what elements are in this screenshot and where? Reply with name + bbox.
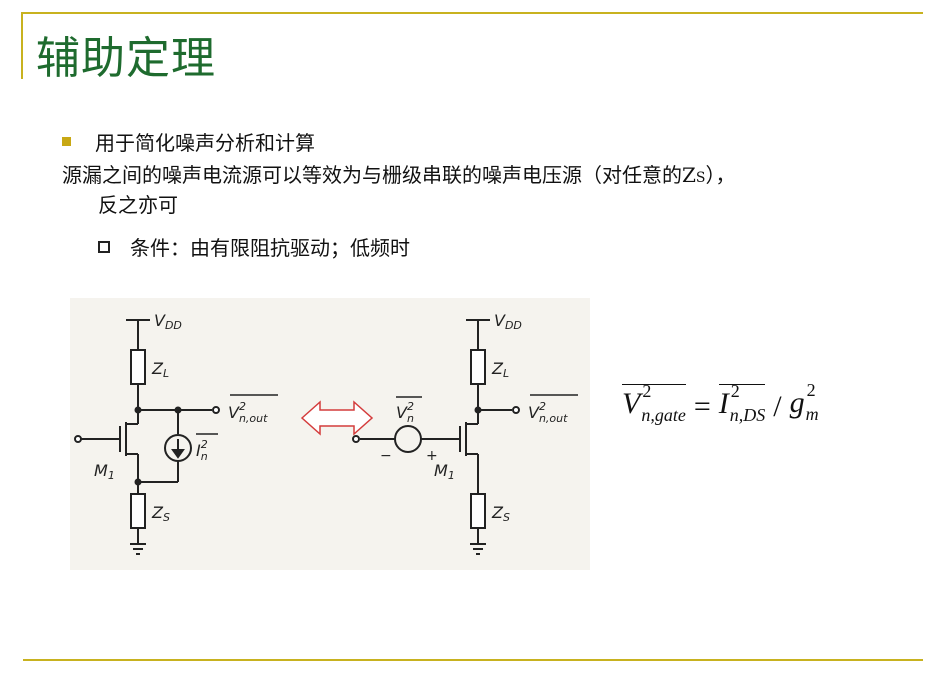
hollow-square-bullet-icon	[98, 240, 110, 253]
bottom-rule	[23, 659, 923, 661]
square-bullet-icon	[62, 137, 71, 146]
left-zs-label: ZS	[151, 503, 170, 524]
paragraph: 源漏之间的噪声电流源可以等效为与栅级串联的噪声电压源（对任意的ZS），	[62, 160, 902, 193]
right-vdd-label: VDD	[494, 311, 522, 332]
circuit-figure-background	[70, 298, 590, 570]
right-zl-label: ZL	[491, 359, 509, 380]
left-rule	[21, 12, 23, 79]
sub-bullet-text: 条件：由有限阻抗驱动；低频时	[130, 236, 410, 260]
top-rule	[23, 12, 923, 14]
paragraph-line2: 反之亦可	[98, 193, 178, 217]
left-zl-label: ZL	[151, 359, 169, 380]
equivalence-arrow-icon	[300, 400, 374, 436]
right-minus-label: −	[380, 448, 392, 464]
left-vdd-label: VDD	[154, 311, 182, 332]
bullet-text: 用于简化噪声分析和计算	[95, 131, 315, 155]
paragraph-subscript: S	[695, 170, 706, 186]
right-zs-label: ZS	[491, 503, 510, 524]
right-plus-label: +	[426, 448, 438, 464]
right-circuit	[352, 319, 578, 555]
paragraph-line1: 源漏之间的噪声电流源可以等效为与栅级串联的噪声电压源（对任意的Z	[62, 163, 696, 187]
bullet-item: 用于简化噪声分析和计算	[62, 127, 315, 156]
paragraph-line1-end: ），	[705, 163, 736, 187]
formula-equals: =	[693, 390, 711, 423]
left-transistor-label: M1	[94, 461, 115, 482]
formula-divide: /	[773, 390, 782, 423]
right-transistor-label: M1	[434, 461, 455, 482]
sub-bullet-item: 条件：由有限阻抗驱动；低频时	[98, 232, 410, 261]
slide-title: 辅助定理	[36, 33, 216, 84]
left-circuit	[74, 319, 278, 555]
